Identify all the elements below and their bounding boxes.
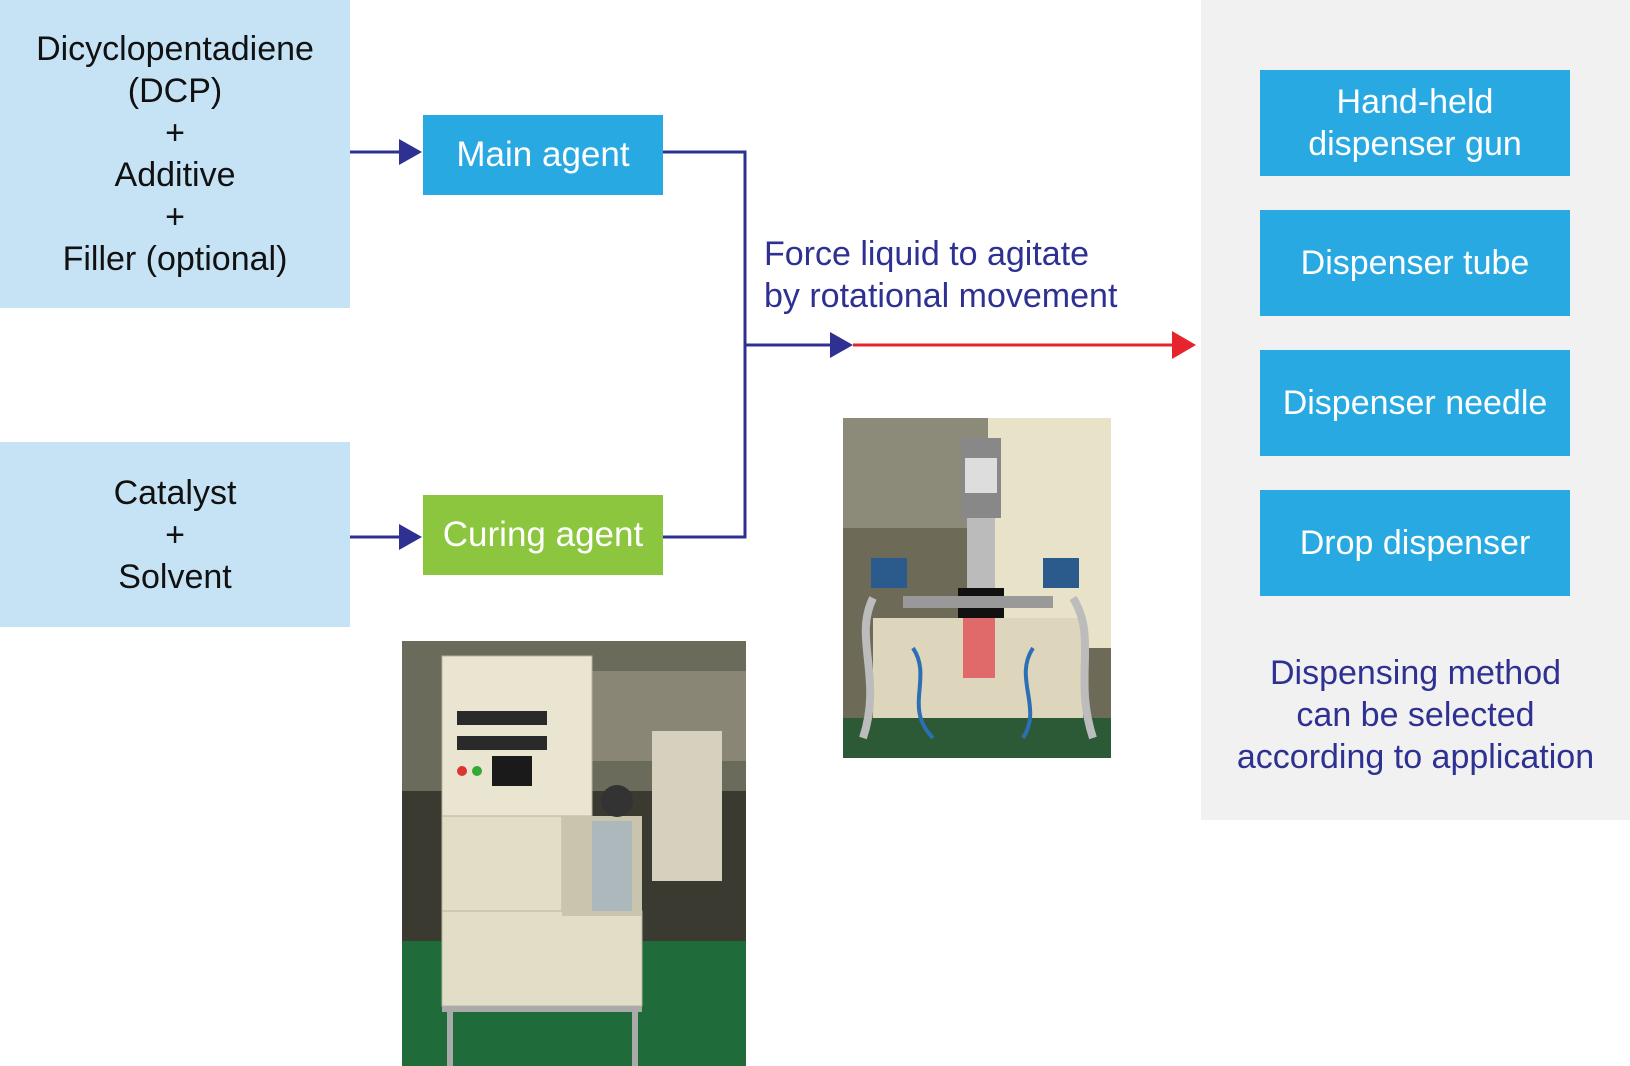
method-hand-held-gun: Hand-held dispenser gun [1260, 70, 1570, 176]
main-ingredients-box: Dicyclopentadiene (DCP) + Additive + Fil… [0, 0, 350, 308]
method-label: Dispenser needle [1282, 384, 1548, 422]
process-label: Force liquid to agitate by rotational mo… [764, 233, 1184, 317]
arrowhead-mixer [830, 332, 853, 358]
curing-ingredient-line: + [165, 515, 185, 554]
main-ingredient-line: Filler (optional) [62, 240, 288, 278]
merge-bracket [663, 150, 747, 539]
arrowhead-main-agent [399, 139, 422, 165]
main-ingredient-line: Additive [114, 156, 236, 194]
machine-photo [402, 641, 746, 1066]
process-line: Force liquid to agitate [764, 235, 1090, 273]
curing-ingredient-line: Catalyst [113, 473, 237, 512]
arrowhead-curing-agent [399, 524, 422, 550]
curing-agent-box: Curing agent [423, 495, 663, 575]
main-ingredient-line: (DCP) [127, 72, 223, 110]
process-line: by rotational movement [764, 277, 1118, 315]
method-label: Hand-held [1336, 83, 1494, 121]
method-dispenser-needle: Dispenser needle [1260, 350, 1570, 456]
curing-ingredient-line: Solvent [118, 557, 232, 596]
main-agent-box: Main agent [423, 115, 663, 195]
method-label: Dispenser tube [1300, 244, 1530, 282]
dispensing-note: Dispensing method can be selected accord… [1201, 652, 1630, 778]
note-line: Dispensing method [1269, 654, 1562, 692]
main-agent-label: Main agent [456, 135, 630, 174]
main-ingredient-line: + [165, 114, 185, 152]
method-label: dispenser gun [1308, 125, 1522, 163]
curing-ingredients-box: Catalyst + Solvent [0, 442, 350, 627]
arrowhead-output [1172, 331, 1196, 359]
method-label: Drop dispenser [1299, 524, 1531, 562]
curing-agent-label: Curing agent [442, 515, 644, 554]
main-ingredient-line: + [165, 198, 185, 236]
method-dispenser-tube: Dispenser tube [1260, 210, 1570, 316]
mixing-head-photo [843, 418, 1111, 758]
machine-photo-illustration [402, 641, 746, 1066]
note-line: according to application [1236, 738, 1595, 776]
mixing-head-illustration [843, 418, 1111, 758]
main-ingredient-line: Dicyclopentadiene [36, 30, 314, 68]
note-line: can be selected [1296, 696, 1535, 734]
method-drop-dispenser: Drop dispenser [1260, 490, 1570, 596]
